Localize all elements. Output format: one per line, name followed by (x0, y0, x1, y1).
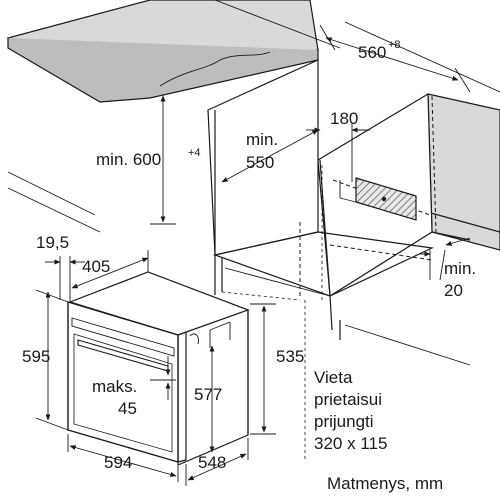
label-body-height: 535 (276, 347, 304, 366)
label-front-thickness: 19,5 (36, 233, 69, 252)
label-height-cutout: min. 600 (96, 150, 161, 169)
control-panel (71, 317, 175, 357)
label-mount-height: 577 (194, 385, 222, 404)
label-side-clearance-2: 20 (444, 281, 463, 300)
label-front-height: 595 (22, 347, 50, 366)
dim-vent-gap (306, 122, 370, 182)
label-top-gap-1: maks. (92, 377, 137, 396)
dim-top-gap (150, 356, 176, 400)
connection-note-line3: prijungti (314, 412, 374, 431)
oven-appliance (67, 271, 250, 466)
socket-dot (381, 196, 387, 202)
label-top-gap-2: 45 (118, 399, 137, 418)
label-height-cutout-sup: +4 (188, 147, 201, 159)
dim-width-cutout (319, 24, 471, 93)
dim-body-height (250, 303, 276, 435)
dim-body-depth (185, 438, 249, 486)
label-front-width: 594 (104, 453, 132, 472)
label-depth-min-1: min. (246, 130, 278, 149)
countertop (6, 0, 319, 103)
dim-front-height (35, 289, 69, 431)
label-depth-min-2: 550 (246, 153, 274, 172)
label-side-clearance-1: min. (444, 259, 476, 278)
connection-note-line4: 320 x 115 (314, 434, 387, 453)
dim-depth-min (221, 129, 319, 183)
dim-side-clearance (420, 237, 471, 281)
dim-panel-depth (71, 250, 149, 289)
connection-note-line1: Vieta (314, 368, 353, 387)
label-width-cutout: 560 (358, 43, 386, 62)
units-caption: Matmenys, mm (327, 474, 443, 493)
dim-height-cutout (150, 95, 176, 225)
dim-front-width (67, 434, 179, 482)
connection-area (304, 177, 417, 460)
label-body-depth: 548 (198, 453, 226, 472)
mount-hook (189, 333, 199, 345)
connection-note-line2: prietaisui (314, 390, 382, 409)
label-panel-depth: 405 (82, 257, 110, 276)
label-width-cutout-sup: +8 (388, 39, 401, 51)
dim-front-thickness (45, 256, 85, 302)
label-vent-gap: 180 (330, 109, 358, 128)
